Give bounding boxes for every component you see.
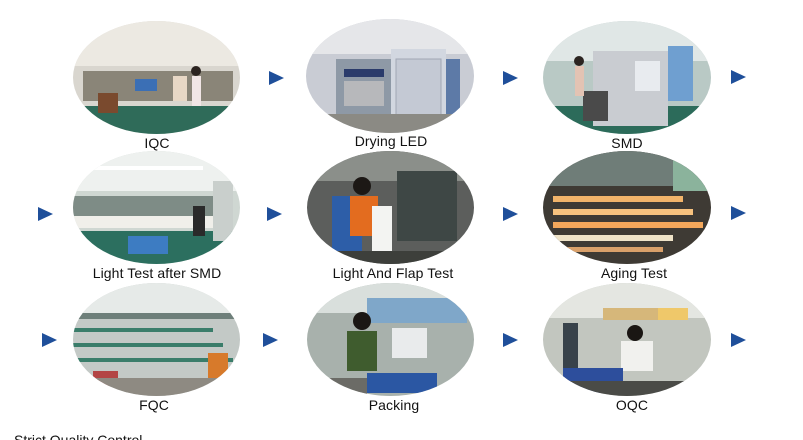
photo-light-and-flap-test bbox=[307, 151, 474, 264]
arrow-right-icon bbox=[263, 333, 278, 347]
arrow-right-icon bbox=[731, 333, 746, 347]
photo-oqc bbox=[543, 283, 711, 396]
photo-packing bbox=[307, 283, 474, 396]
step-label-oqc: OQC bbox=[615, 397, 649, 413]
arrow-right-icon bbox=[267, 207, 282, 221]
arrow-right-icon bbox=[731, 206, 746, 220]
photo-iqc bbox=[73, 21, 240, 134]
photo-aging-test bbox=[543, 151, 711, 264]
arrow-right-icon bbox=[38, 207, 53, 221]
step-label-light-and-flap-test: Light And Flap Test bbox=[332, 265, 454, 281]
footer-heading: Strict Quality Control bbox=[14, 432, 143, 440]
photo-fqc bbox=[73, 283, 240, 396]
step-label-iqc: IQC bbox=[144, 135, 170, 151]
step-label-drying-led: Drying LED bbox=[354, 133, 428, 149]
arrow-right-icon bbox=[269, 71, 284, 85]
step-label-fqc: FQC bbox=[139, 397, 169, 413]
step-label-light-test-after-smd: Light Test after SMD bbox=[92, 265, 222, 281]
step-label-packing: Packing bbox=[368, 397, 420, 413]
arrow-right-icon bbox=[503, 207, 518, 221]
arrow-right-icon bbox=[42, 333, 57, 347]
arrow-right-icon bbox=[731, 70, 746, 84]
photo-smd bbox=[543, 21, 711, 134]
arrow-right-icon bbox=[503, 71, 518, 85]
arrow-right-icon bbox=[503, 333, 518, 347]
photo-drying-led bbox=[306, 19, 474, 133]
step-label-smd: SMD bbox=[611, 135, 643, 151]
step-label-aging-test: Aging Test bbox=[600, 265, 668, 281]
photo-light-test-after-smd bbox=[73, 151, 240, 264]
